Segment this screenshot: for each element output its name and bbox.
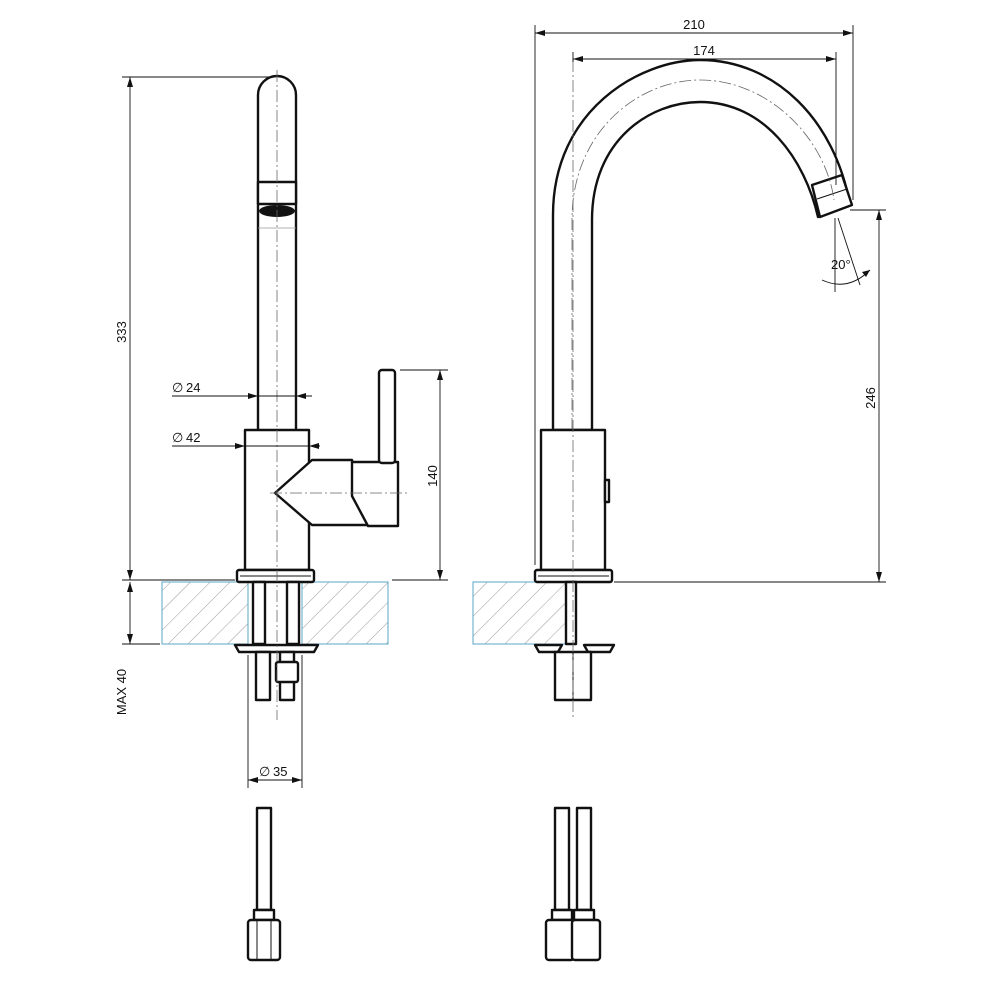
counter-section-right <box>301 581 389 645</box>
spout-tip <box>810 173 854 219</box>
supply-hose-bottom-side-right <box>575 806 593 912</box>
mount-washer-side-right <box>582 643 616 654</box>
hose-fitting-front <box>246 918 282 962</box>
side-view: 210 174 246 20° <box>472 17 886 962</box>
supply-hose-bottom-front <box>255 806 273 912</box>
dim-overall-width: 210 <box>683 17 705 32</box>
handle-lever-front <box>377 368 397 465</box>
dim-body-diameter: 42 <box>186 430 200 445</box>
diameter-symbol-24: ∅ <box>172 380 183 395</box>
dim-outlet-angle: 20° <box>831 257 851 272</box>
counter-section-side <box>472 581 574 645</box>
diameter-symbol-35: ∅ <box>259 764 270 779</box>
dim-outlet-height: 246 <box>863 387 878 409</box>
mount-stud-side <box>564 580 578 646</box>
diameter-symbol-42: ∅ <box>172 430 183 445</box>
dim-counter-max: MAX 40 <box>114 669 129 715</box>
dim-spout-diameter: 24 <box>186 380 200 395</box>
hose-nut-front <box>274 660 300 684</box>
mount-stud-right <box>285 580 301 646</box>
supply-hose-left-top <box>254 650 272 702</box>
mount-washer-front <box>233 643 320 654</box>
dim-total-height: 333 <box>114 321 129 343</box>
dim-handle-height: 140 <box>425 465 440 487</box>
dim-mount-diameter: 35 <box>273 764 287 779</box>
dim-reach: 174 <box>693 43 715 58</box>
mount-stud-left <box>251 580 267 646</box>
counter-section-left <box>161 581 249 645</box>
hose-fitting-side-right <box>570 918 602 962</box>
gooseneck-spout <box>551 58 852 432</box>
front-view: 333 MAX 40 ∅ 24 ∅ 42 140 ∅ 35 <box>114 70 448 962</box>
hose-fitting-side-left <box>544 918 576 962</box>
side-button <box>603 478 611 504</box>
supply-hose-bottom-side-left <box>553 806 571 912</box>
